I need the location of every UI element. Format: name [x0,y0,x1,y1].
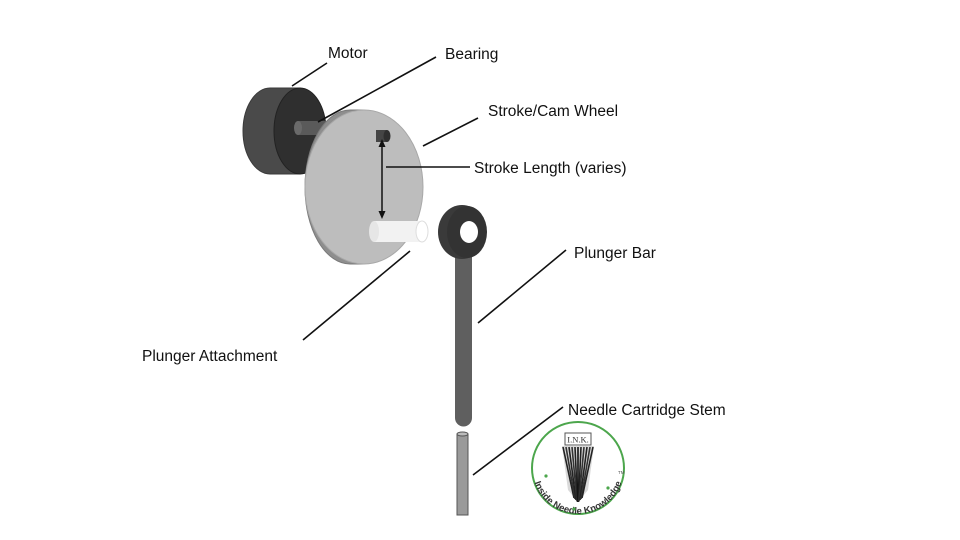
label-needle-stem: Needle Cartridge Stem [568,402,726,419]
leader-cam-wheel [422,117,479,147]
logo-trademark: TM [618,470,625,475]
stroke-length-arrow [378,139,386,219]
leader-bearing [317,56,437,123]
label-plunger-attachment: Plunger Attachment [142,348,278,365]
logo-badge: I.N.K. [567,435,588,445]
leader-plunger-bar [477,249,567,324]
label-plunger-bar: Plunger Bar [574,245,656,262]
leader-needle-stem [472,406,564,476]
leader-motor [291,62,328,87]
label-bearing: Bearing [445,46,498,63]
label-cam-wheel: Stroke/Cam Wheel [488,103,618,120]
plunger-bar [438,205,487,427]
needle-cartridge-stem [456,431,469,516]
needle-bundle-icon [562,446,594,503]
label-stroke-length: Stroke Length (varies) [474,160,627,177]
ink-logo: I.N.K. Inside Needle Knowledge TM [531,421,625,517]
label-motor: Motor [328,45,368,62]
plunger-attachment [369,220,429,243]
leader-plunger-attachment [302,250,411,341]
